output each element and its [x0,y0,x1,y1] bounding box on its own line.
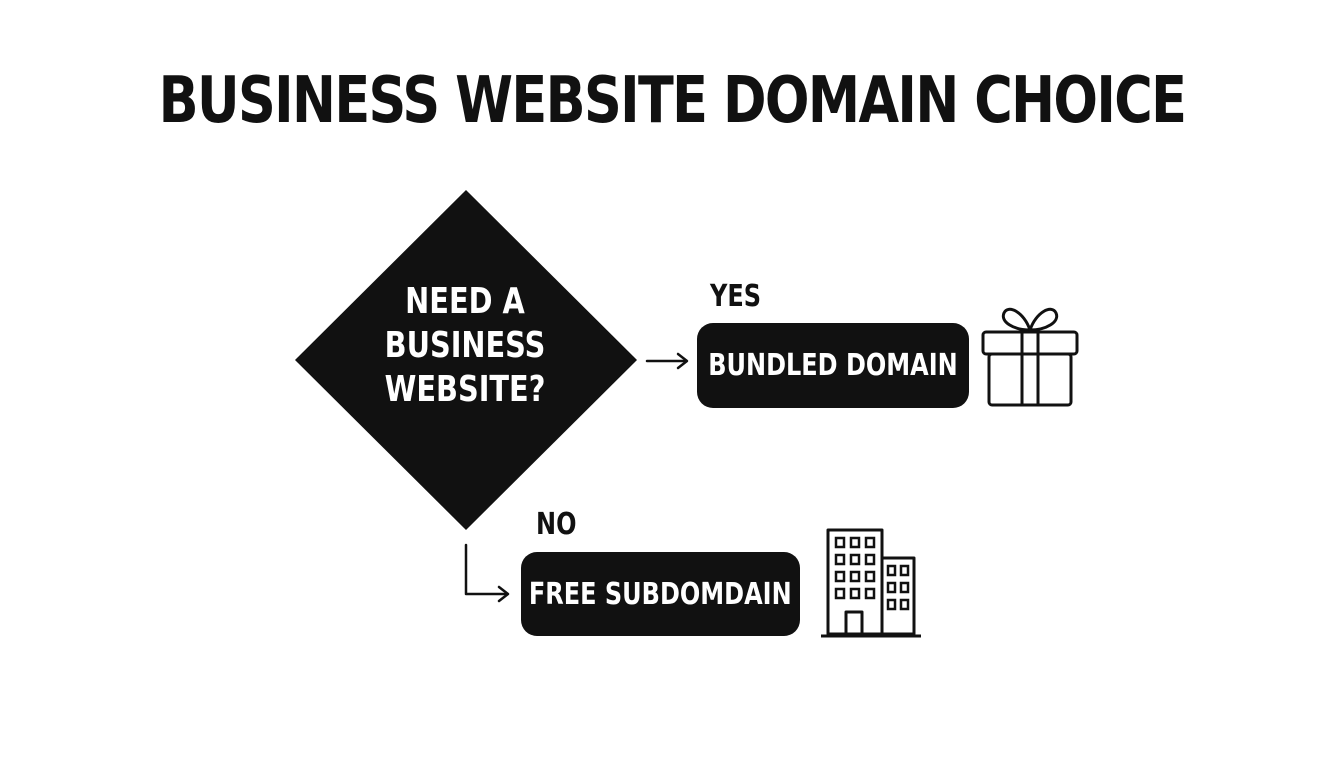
decision-line: WEBSITE? [384,369,546,410]
decision-line: NEED A [405,281,525,322]
no-arrow [464,543,510,603]
bundled-domain-label: BUNDLED DOMAIN [708,348,958,383]
building-windows [834,536,910,611]
decision-diamond [295,190,637,530]
decision-line: BUSINESS [384,325,546,366]
yes-branch-label: YES [710,279,762,314]
free-subdomain-label: FREE SUBDOMDAIN [529,576,792,612]
gift-icon [981,307,1079,407]
no-branch-label: NO [536,507,577,542]
office-building-icon [821,528,921,638]
decision-question: NEED A BUSINESS WEBSITE? [365,280,565,412]
diagram-title: BUSINESS WEBSITE DOMAIN CHOICE [158,64,1187,138]
free-subdomain-box: FREE SUBDOMDAIN [521,552,800,636]
yes-arrow [645,352,689,370]
bundled-domain-box: BUNDLED DOMAIN [697,323,969,408]
